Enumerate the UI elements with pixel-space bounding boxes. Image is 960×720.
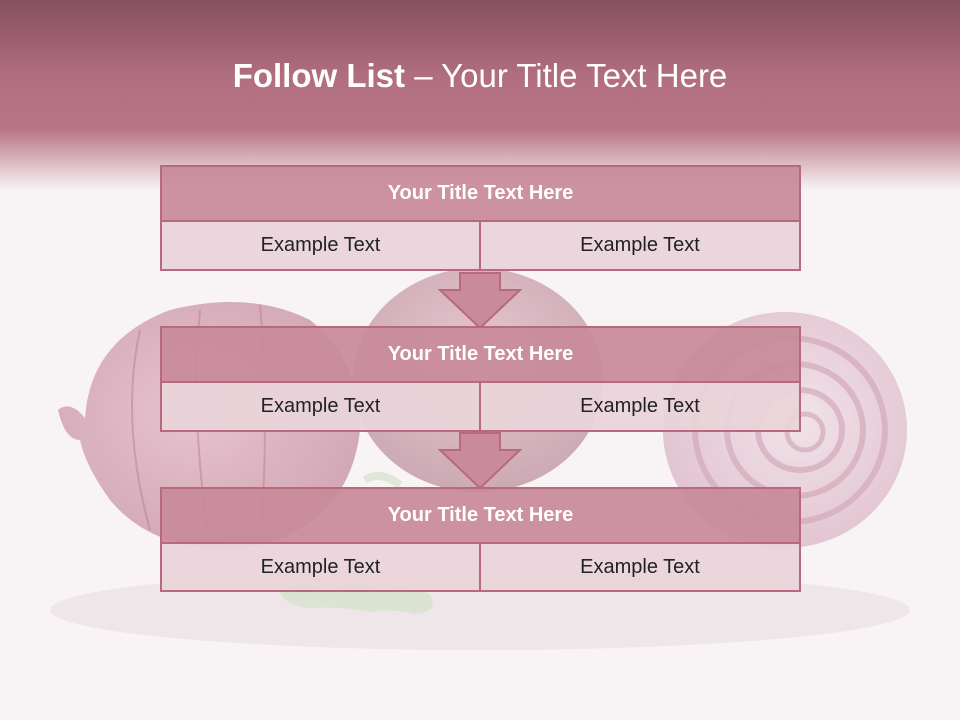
- page-title: Follow List – Your Title Text Here: [0, 54, 960, 98]
- step-title: Your Title Text Here: [160, 326, 801, 383]
- step-left-cell: Example Text: [160, 381, 481, 432]
- title-rest-part: – Your Title Text Here: [414, 57, 728, 94]
- down-arrow-icon: [438, 272, 522, 330]
- header-band: [0, 0, 960, 190]
- step-right-cell: Example Text: [479, 220, 801, 271]
- step-title: Your Title Text Here: [160, 165, 801, 222]
- step-right-cell: Example Text: [479, 381, 801, 432]
- down-arrow-icon: [438, 432, 522, 490]
- step-right-cell: Example Text: [479, 542, 801, 592]
- step-title: Your Title Text Here: [160, 487, 801, 544]
- step-left-cell: Example Text: [160, 220, 481, 271]
- title-bold-part: Follow List: [232, 57, 406, 94]
- step-block-2: Your Title Text Here Example Text Exampl…: [160, 326, 801, 432]
- step-left-cell: Example Text: [160, 542, 481, 592]
- step-block-3: Your Title Text Here Example Text Exampl…: [160, 487, 801, 593]
- step-block-1: Your Title Text Here Example Text Exampl…: [160, 165, 801, 271]
